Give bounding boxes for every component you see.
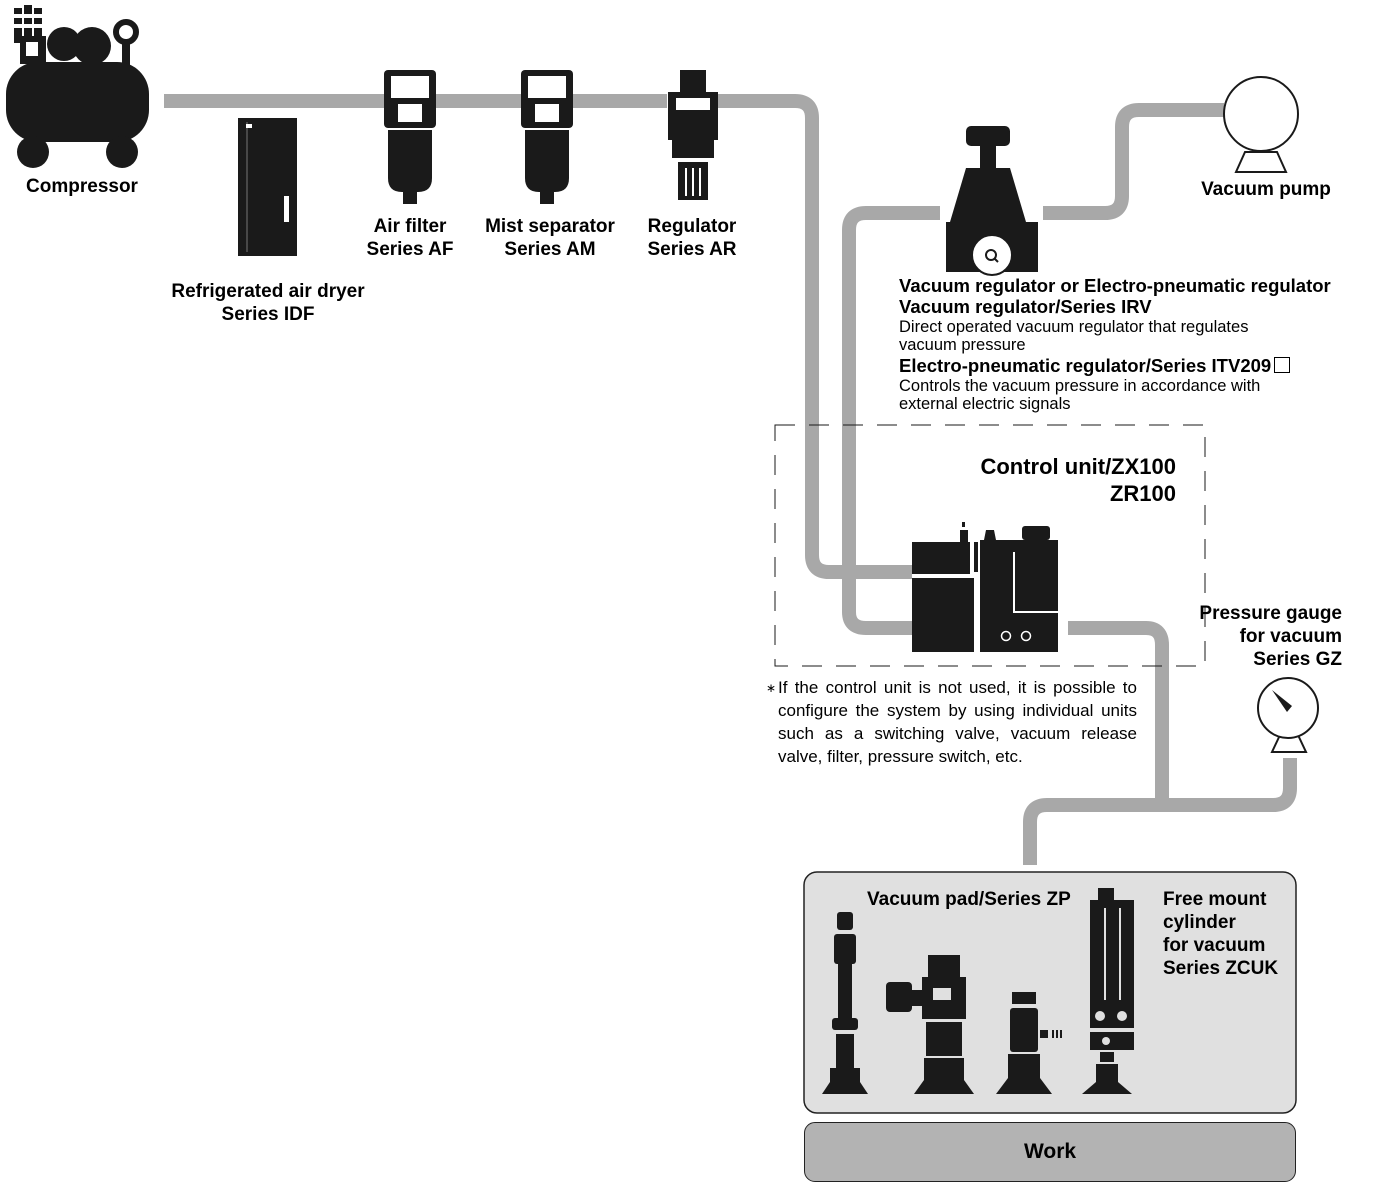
pressure-gauge-icon	[1257, 677, 1319, 753]
vacuum-pad-icon	[996, 992, 1062, 1094]
regulator-label: Regulator Series AR	[632, 215, 752, 261]
compressor-label: Compressor	[26, 176, 138, 197]
itv-heading-text: Electro-pneumatic regulator/Series ITV20…	[899, 355, 1272, 376]
free-mount-cylinder-icon	[1082, 888, 1134, 1094]
irv-description-line1: Direct operated vacuum regulator that re…	[899, 318, 1249, 336]
vacuum-pad-label: Vacuum pad/Series ZP	[867, 889, 1071, 910]
cylinder-line2: cylinder	[1163, 912, 1236, 933]
compressor-icon	[6, 5, 149, 168]
control-unit-label: Control unit/ZX100 ZR100	[930, 453, 1176, 507]
pipes	[164, 94, 1297, 865]
pressure-gauge-series: Series GZ	[1253, 649, 1342, 670]
air-filter-icon	[384, 70, 436, 204]
mist-separator-series: Series AM	[504, 239, 596, 260]
itv-description: Controls the vacuum pressure in accordan…	[899, 377, 1260, 413]
regulator-icon	[668, 70, 718, 200]
pressure-gauge-sub: for vacuum	[1239, 626, 1342, 647]
note-asterisk: ∗	[766, 681, 777, 695]
irv-description-line2: vacuum pressure	[899, 336, 1026, 354]
itv-description-line1: Controls the vacuum pressure in accordan…	[899, 377, 1261, 395]
regulator-series: Series AR	[647, 239, 737, 260]
irv-description: Direct operated vacuum regulator that re…	[899, 318, 1248, 354]
control-unit-model-2: ZR100	[1109, 481, 1176, 506]
mist-separator-name: Mist separator	[485, 216, 615, 237]
air-dryer-label: Refrigerated air dryer Series IDF	[138, 280, 398, 326]
work-block: Work	[804, 1122, 1296, 1182]
main-air-pipe	[164, 94, 912, 579]
vacuum-pipe-right	[1068, 621, 1169, 805]
mist-separator-label: Mist separator Series AM	[472, 215, 628, 261]
air-filter-name: Air filter	[373, 216, 447, 237]
cylinder-line4: Series ZCUK	[1163, 958, 1279, 979]
note-text: If the control unit is not used, it is p…	[778, 678, 1137, 766]
control-unit-boundary	[774, 424, 1206, 667]
air-dryer-series: Series IDF	[221, 304, 315, 325]
itv-heading: Electro-pneumatic regulator/Series ITV20…	[899, 355, 1291, 376]
cylinder-line1: Free mount	[1163, 889, 1267, 910]
pressure-gauge-label: Pressure gauge for vacuum Series GZ	[1190, 602, 1342, 671]
regulator-name: Regulator	[647, 216, 737, 237]
vacuum-pump-label: Vacuum pump	[1201, 179, 1331, 200]
vacuum-pump-icon	[1223, 76, 1299, 173]
pressure-gauge-name: Pressure gauge	[1199, 603, 1342, 624]
air-dryer-name: Refrigerated air dryer	[171, 281, 365, 302]
cylinder-line3: for vacuum	[1163, 935, 1266, 956]
mist-separator-icon	[521, 70, 573, 204]
air-filter-label: Air filter Series AF	[352, 215, 468, 261]
air-filter-series: Series AF	[366, 239, 454, 260]
control-unit-note: ∗ If the control unit is not used, it is…	[766, 676, 1137, 768]
vacuum-pipe-upper	[1043, 103, 1224, 220]
vacuum-pipe-left	[842, 206, 940, 635]
gauge-pipe	[1023, 758, 1297, 865]
work-label: Work	[1023, 1140, 1077, 1163]
irv-heading: Vacuum regulator/Series IRV	[899, 296, 1152, 317]
vacuum-regulator-heading: Vacuum regulator or Electro-pneumatic re…	[899, 275, 1331, 296]
free-mount-cylinder-label: Free mount cylinder for vacuum Series ZC…	[1163, 888, 1278, 980]
vacuum-pad-icon	[822, 912, 868, 1094]
control-unit-model-1: Control unit/ZX100	[980, 454, 1176, 479]
placeholder-box-icon	[1274, 357, 1291, 373]
vacuum-pad-icon	[886, 955, 974, 1094]
control-unit-icon	[912, 522, 1058, 652]
air-dryer-icon	[238, 118, 297, 256]
itv-description-line2: external electric signals	[899, 395, 1071, 413]
vacuum-regulator-icon	[946, 126, 1038, 276]
